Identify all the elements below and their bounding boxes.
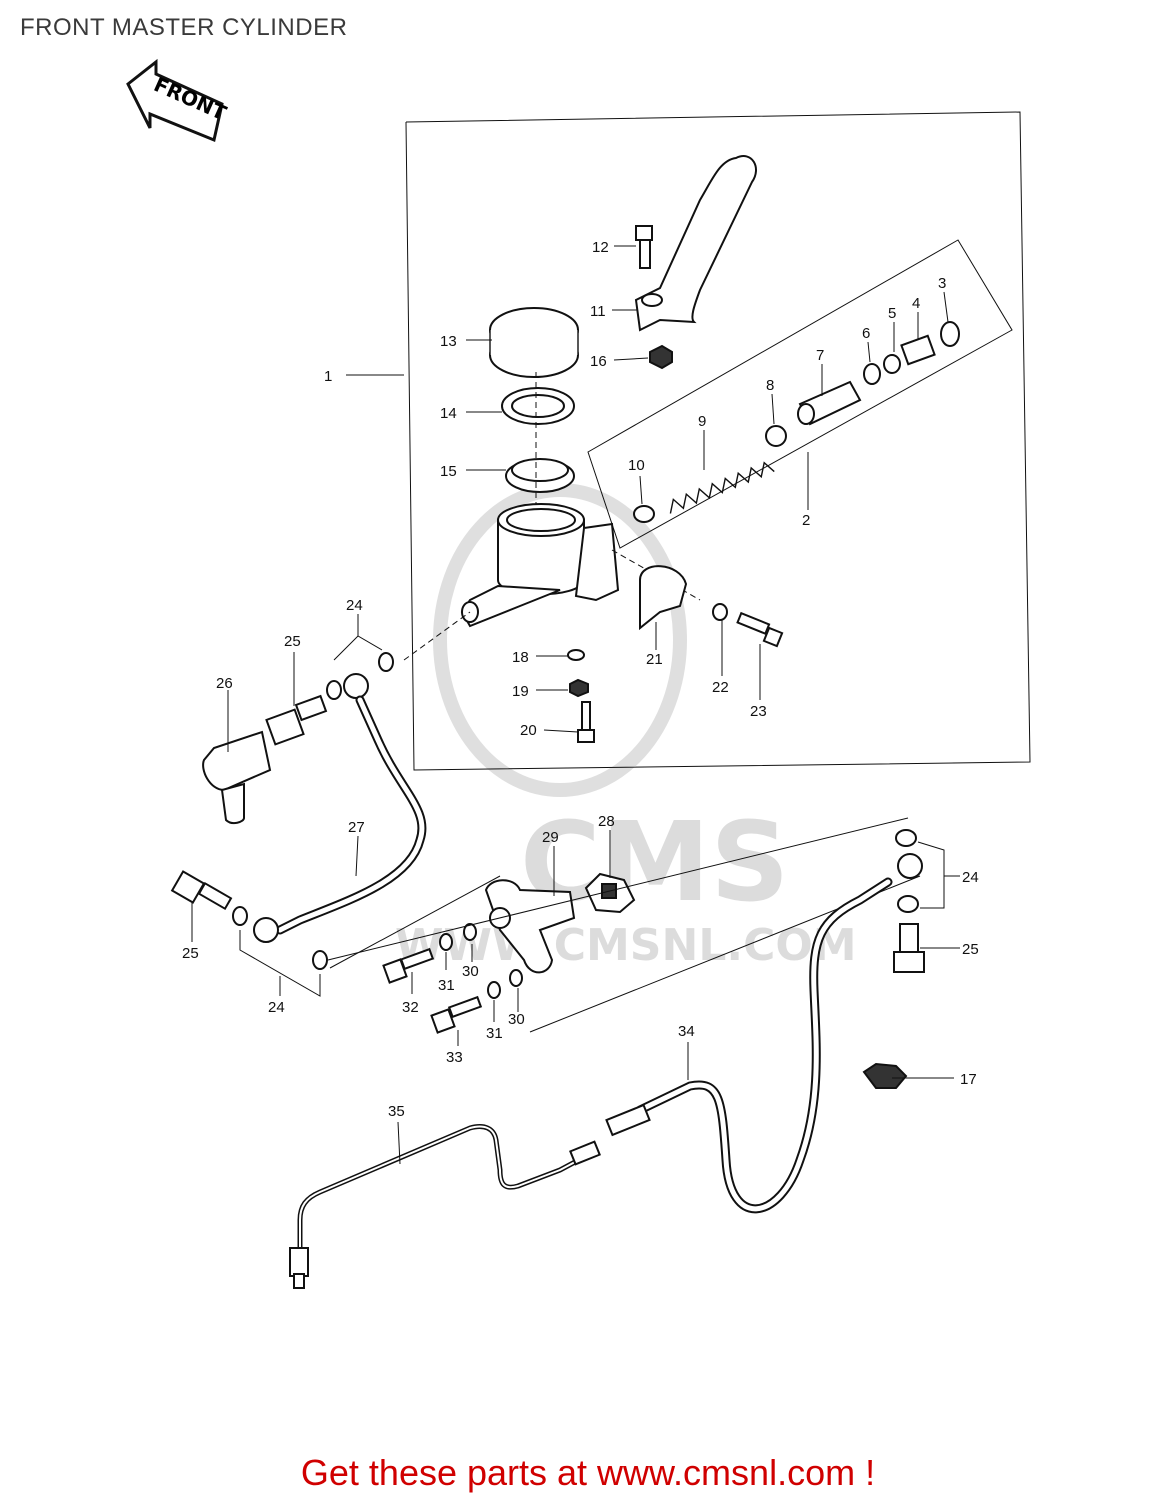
callout-21: 21	[646, 651, 663, 668]
brake-hose-upper	[253, 673, 427, 943]
callout-26: 26	[216, 675, 233, 692]
diaphragm-plate	[505, 458, 575, 493]
joint-bolt-upper	[382, 947, 435, 984]
right-washer-2	[897, 895, 919, 913]
callout-1: 1	[324, 368, 332, 385]
callout-30-lower: 30	[508, 1011, 525, 1028]
primary-cup	[765, 425, 787, 447]
banjo-bolt-right	[893, 923, 925, 973]
callout-30-upper: 30	[462, 963, 479, 980]
brake-hose-joint	[484, 879, 576, 974]
callout-25-left: 25	[182, 945, 199, 962]
switch-nut	[569, 678, 589, 698]
callout-14: 14	[440, 405, 457, 422]
joint-washer-30b	[509, 969, 523, 987]
cap-diaphragm	[501, 387, 575, 425]
callout-27: 27	[348, 819, 365, 836]
joint-washer-31a	[439, 933, 453, 951]
joint-washer-31b	[487, 981, 501, 999]
callout-3: 3	[938, 275, 946, 292]
joint-bolt-lower	[430, 995, 483, 1034]
callout-20: 20	[520, 722, 537, 739]
banjo-bolt-left	[170, 870, 233, 911]
front-arrow-icon: FRONT	[126, 58, 230, 143]
callout-12: 12	[592, 239, 609, 256]
callout-35: 35	[388, 1103, 405, 1120]
switch-screw	[577, 701, 595, 743]
callout-24-lower: 24	[268, 999, 285, 1016]
callout-29: 29	[542, 829, 559, 846]
piston-kit-2-frame	[587, 239, 1013, 549]
right-washer-1	[895, 829, 917, 847]
callout-11: 11	[590, 303, 606, 320]
callout-33: 33	[446, 1049, 463, 1066]
brake-hose-lower	[605, 877, 893, 1214]
footer-link[interactable]: Get these parts at www.cmsnl.com !	[300, 1452, 876, 1493]
snap-ring	[940, 321, 960, 347]
brake-light-switch	[584, 872, 636, 914]
lower-washer-2	[312, 950, 328, 970]
hose-nut	[862, 1062, 908, 1089]
callout-24-upper: 24	[346, 597, 363, 614]
clamp-washer	[712, 603, 728, 621]
lower-washer-1	[232, 906, 248, 926]
callout-17: 17	[960, 1071, 977, 1088]
upper-washer-2	[378, 652, 394, 672]
callout-5: 5	[888, 305, 896, 322]
callout-31-lower: 31	[486, 1025, 503, 1042]
reservoir-cap	[489, 307, 579, 378]
clamp-bolt	[736, 611, 784, 648]
callout-13: 13	[440, 333, 457, 350]
callout-4: 4	[912, 295, 920, 312]
callout-32: 32	[402, 999, 419, 1016]
circlip	[863, 363, 881, 385]
right-banjo	[897, 853, 923, 879]
leader-lines	[191, 245, 960, 1165]
callout-23: 23	[750, 703, 767, 720]
callout-34: 34	[678, 1023, 695, 1040]
callout-8: 8	[766, 377, 774, 394]
callout-25-upper: 25	[284, 633, 301, 650]
lever-pivot-bolt	[635, 225, 653, 269]
callout-31-upper: 31	[438, 977, 455, 994]
assembly-1-frame	[405, 111, 1031, 771]
callout-7: 7	[816, 347, 824, 364]
callout-16: 16	[590, 353, 607, 370]
upper-washer-1	[326, 680, 342, 700]
bleeder-cap	[202, 730, 272, 825]
callout-22: 22	[712, 679, 729, 696]
callout-6: 6	[862, 325, 870, 342]
dust-boot	[900, 334, 936, 366]
switch-washer	[567, 649, 585, 661]
callout-numbers: 1 2 3 4 5 6 7 8 9 10 11 12 13 14 15 16 1…	[182, 239, 979, 1120]
piston-kit-parts	[633, 321, 960, 523]
callout-25-right: 25	[962, 941, 979, 958]
joint-washer-30a	[463, 923, 477, 941]
callout-28: 28	[598, 813, 615, 830]
brake-pipe	[289, 1124, 601, 1289]
brake-lever	[634, 155, 757, 332]
callout-15: 15	[440, 463, 457, 480]
banjo-bolt-upper	[265, 694, 328, 746]
master-cylinder-body	[460, 503, 620, 628]
callout-10: 10	[628, 457, 645, 474]
handlebar-clamp	[639, 565, 688, 631]
washer	[883, 354, 901, 374]
spring-seat	[633, 505, 655, 523]
return-spring	[669, 461, 775, 514]
page-title: FRONT MASTER CYLINDER	[20, 14, 348, 41]
callout-18: 18	[512, 649, 529, 666]
callout-2: 2	[802, 512, 810, 529]
callout-9: 9	[698, 413, 706, 430]
lever-nut	[649, 344, 673, 370]
callout-24-right: 24	[962, 869, 979, 886]
callout-19: 19	[512, 683, 529, 700]
